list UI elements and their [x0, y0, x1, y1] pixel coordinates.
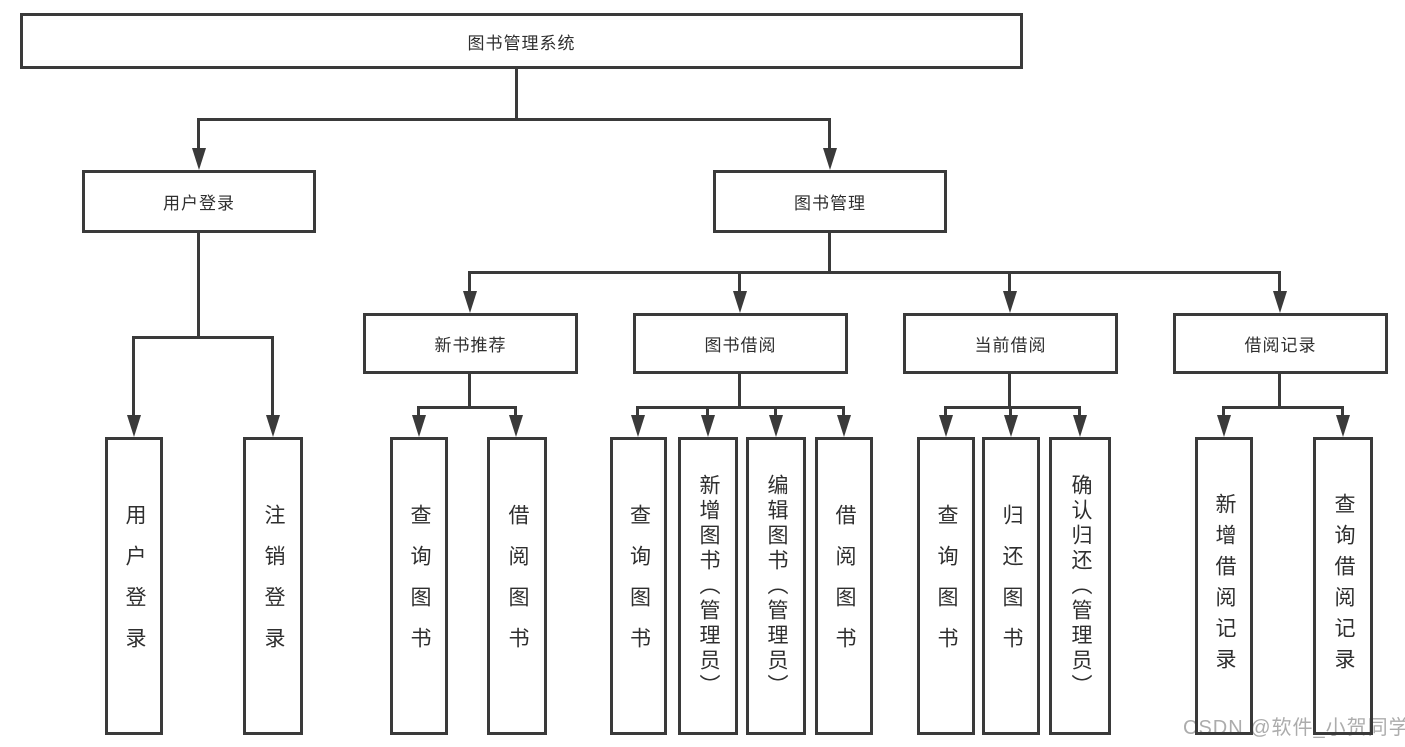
leaf-user-login: 用户登录 [105, 437, 163, 735]
arrow-down-icon [266, 415, 280, 437]
arrow-down-icon [1336, 415, 1350, 437]
connector-drop-leaf [774, 406, 777, 415]
connector-drop-leaf [636, 406, 639, 415]
leaf-confirm-return-admin: 确认归还（管理员） [1049, 437, 1111, 735]
connector-drop-leaf [271, 336, 274, 415]
node-label: 新增借阅记录 [1213, 493, 1236, 679]
connector-stem-book-management [828, 233, 831, 271]
node-label: 注销登录 [262, 504, 285, 668]
connector-stem-current-borrowing [1008, 374, 1011, 406]
node-label: 查询图书 [408, 504, 431, 668]
arrow-down-icon [1004, 415, 1018, 437]
arrow-down-icon [192, 148, 206, 170]
leaf-borrow-books-recommendation: 借阅图书 [487, 437, 547, 735]
arrow-down-icon [769, 415, 783, 437]
connector-drop-leaf [944, 406, 947, 415]
connector-stem-root [515, 69, 518, 118]
node-current-borrowing: 当前借阅 [903, 313, 1118, 374]
leaf-query-books-current: 查询图书 [917, 437, 975, 735]
connector-drop-leaf [514, 406, 517, 415]
node-label: 新增图书（管理员） [697, 473, 720, 699]
node-label: 用户登录 [123, 504, 146, 668]
node-label: 图书管理 [794, 194, 866, 213]
arrow-down-icon [1073, 415, 1087, 437]
arrow-down-icon [823, 148, 837, 170]
connector-stem-new-book [468, 374, 471, 406]
arrow-down-icon [509, 415, 523, 437]
csdn-watermark: CSDN @软件_小贺同学 [1183, 717, 1405, 739]
node-label: 查询图书 [627, 504, 651, 668]
leaf-query-borrow-record: 查询借阅记录 [1313, 437, 1373, 735]
node-label: 用户登录 [163, 194, 235, 213]
connector-hline-book-borrowing [638, 406, 844, 409]
node-label: 当前借阅 [974, 336, 1047, 355]
connector-hline-book-management [470, 271, 1280, 274]
arrow-down-icon [127, 415, 141, 437]
arrow-down-icon [463, 291, 477, 313]
arrow-down-icon [631, 415, 645, 437]
node-label: 图书管理系统 [467, 33, 576, 53]
node-label: 确认归还（管理员） [1069, 473, 1092, 699]
node-user-login: 用户登录 [82, 170, 316, 233]
connector-drop-leaf [1341, 406, 1344, 415]
connector-stem-borrowing-records [1278, 374, 1281, 406]
node-label: 新书推荐 [434, 336, 507, 355]
leaf-add-borrow-record: 新增借阅记录 [1195, 437, 1253, 735]
node-label: 归还图书 [1000, 504, 1023, 668]
node-label: 图书借阅 [704, 336, 777, 355]
leaf-logout: 注销登录 [243, 437, 303, 735]
arrow-down-icon [1003, 291, 1017, 313]
node-label: 编辑图书（管理员） [765, 473, 788, 699]
connector-drop-leaf [1009, 406, 1012, 415]
node-new-book-recommendation: 新书推荐 [363, 313, 578, 374]
arrow-down-icon [1217, 415, 1231, 437]
node-borrowing-records: 借阅记录 [1173, 313, 1388, 374]
connector-hline-current-borrowing [946, 406, 1080, 409]
leaf-query-books-borrowing: 查询图书 [610, 437, 667, 735]
connector-drop-section [468, 271, 471, 291]
connector-stem-book-borrowing [738, 374, 741, 406]
arrow-down-icon [701, 415, 715, 437]
node-label: 查询图书 [935, 504, 958, 668]
connector-drop-leaf [842, 406, 845, 415]
leaf-borrow-books: 借阅图书 [815, 437, 873, 735]
node-library-management-system: 图书管理系统 [20, 13, 1023, 69]
connector-hline-borrowing-records [1224, 406, 1343, 409]
connector-drop-leaf [706, 406, 709, 415]
arrow-down-icon [412, 415, 426, 437]
leaf-return-books: 归还图书 [982, 437, 1040, 735]
leaf-edit-books-admin: 编辑图书（管理员） [746, 437, 806, 735]
connector-drop-leaf [132, 336, 135, 415]
node-label: 查询借阅记录 [1332, 493, 1355, 679]
node-book-management: 图书管理 [713, 170, 947, 233]
node-label: 借阅图书 [506, 504, 529, 668]
connector-stem-user-login [197, 233, 200, 336]
connector-drop-book-management [828, 118, 831, 150]
leaf-add-books-admin: 新增图书（管理员） [678, 437, 738, 735]
connector-hline-new-book [419, 406, 516, 409]
connector-drop-leaf [1078, 406, 1081, 415]
node-book-borrowing: 图书借阅 [633, 313, 848, 374]
arrow-down-icon [837, 415, 851, 437]
connector-drop-section [1008, 271, 1011, 291]
connector-drop-user-login [197, 118, 200, 150]
node-label: 借阅图书 [833, 504, 856, 668]
connector-hline-root [197, 118, 831, 121]
node-label: 借阅记录 [1244, 336, 1317, 355]
arrow-down-icon [939, 415, 953, 437]
connector-drop-section [1278, 271, 1281, 291]
connector-drop-leaf [417, 406, 420, 415]
arrow-down-icon [1273, 291, 1287, 313]
connector-hline-user-login [134, 336, 274, 339]
connector-drop-leaf [1222, 406, 1225, 415]
leaf-query-books-recommendation: 查询图书 [390, 437, 448, 735]
arrow-down-icon [733, 291, 747, 313]
connector-drop-section [738, 271, 741, 291]
